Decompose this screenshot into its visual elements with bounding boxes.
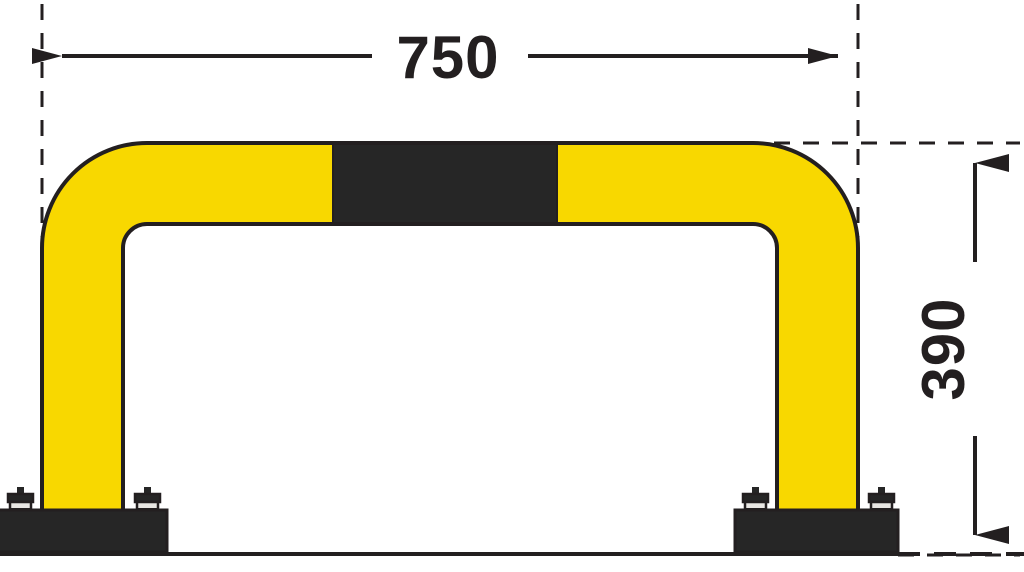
extension-lines	[40, 4, 1020, 557]
left-base-plate	[0, 508, 169, 554]
barrier-outline	[40, 141, 860, 554]
base-plates	[0, 508, 900, 554]
dimension-width-750: 750	[31, 24, 838, 91]
dimension-label-width: 750	[396, 24, 499, 91]
dimension-label-height: 390	[910, 297, 977, 400]
right-base-plate	[733, 508, 900, 554]
barrier-band-black-center	[333, 143, 557, 552]
dimension-height-390: 390	[910, 154, 1009, 544]
